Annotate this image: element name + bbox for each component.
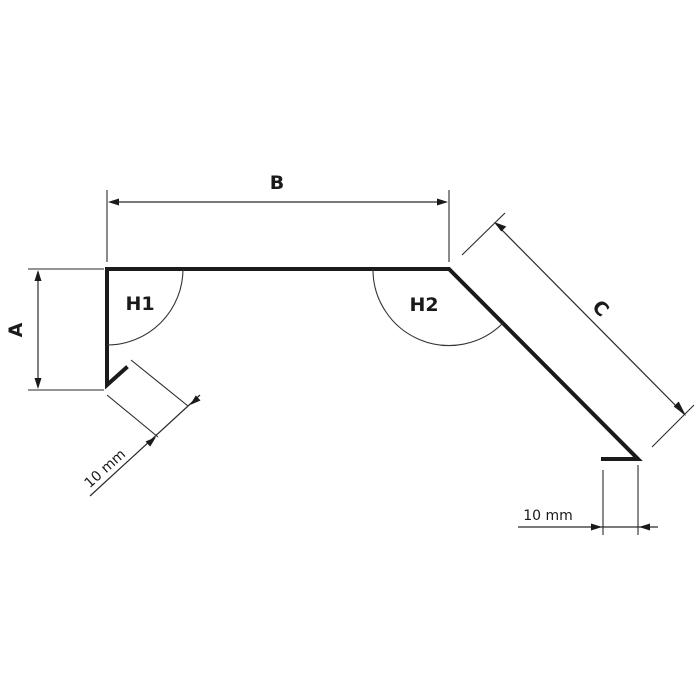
- profile-outline: [105, 267, 643, 461]
- dimension-c-arrow-bottom: [673, 401, 686, 416]
- dimension-c-label: C: [588, 296, 613, 321]
- hem-left-extension-1: [106, 394, 159, 438]
- angle-h1-arc: [106, 268, 184, 346]
- angle-h1-label: H1: [125, 293, 154, 315]
- hem-left-label: 10 mm: [82, 447, 130, 492]
- dimension-a-arrow-top: [34, 270, 42, 281]
- angle-h2-arc: [372, 268, 504, 347]
- dimension-b-label: B: [270, 172, 284, 194]
- dimension-c-line: [495, 223, 685, 415]
- angle-h2-label: H2: [409, 294, 438, 316]
- hem-left-dimension-line: [89, 394, 201, 497]
- dimension-c-extension-bottom: [651, 404, 695, 448]
- hem-left-extension-2: [130, 359, 189, 407]
- dimension-c-extension-top: [461, 212, 506, 256]
- hem-left-arrow-2: [190, 395, 201, 405]
- dimension-a-label: A: [5, 322, 27, 337]
- dimension-a-arrow-bottom: [34, 378, 42, 389]
- dimension-c-arrow-top: [494, 222, 507, 232]
- hem-right-arrow-left: [591, 523, 602, 531]
- hem-right-arrow-right: [639, 523, 650, 531]
- hem-left-arrow-1: [145, 437, 156, 447]
- hem-right-label: 10 mm: [523, 508, 573, 524]
- dimension-b-arrow-right: [437, 198, 448, 206]
- dimension-b-arrow-left: [108, 198, 119, 206]
